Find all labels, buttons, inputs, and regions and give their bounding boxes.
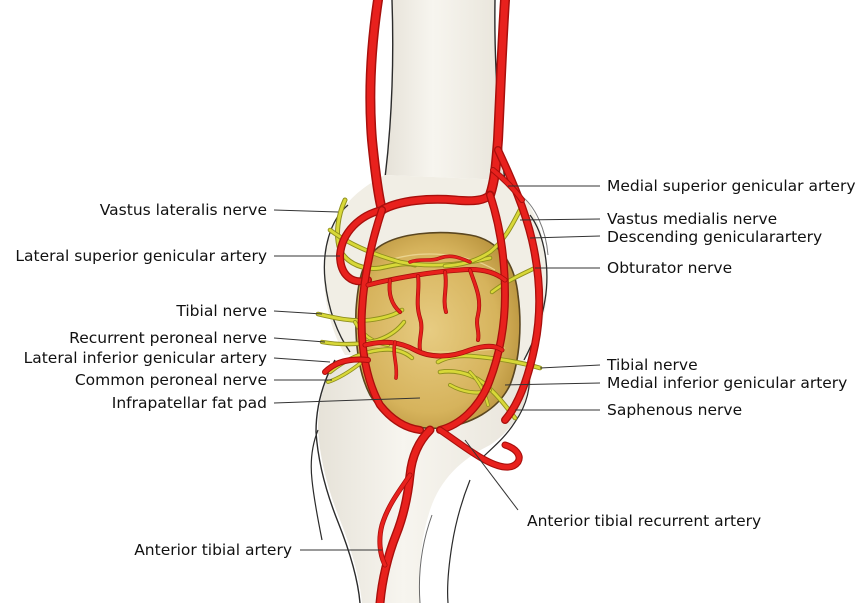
label-saphenous-nerve: Saphenous nerve <box>607 401 742 419</box>
label-tibial-nerve-right: Tibial nerve <box>607 356 698 374</box>
label-obturator-nerve: Obturator nerve <box>607 259 732 277</box>
label-common-peroneal-nerve: Common peroneal nerve <box>75 371 267 389</box>
label-recurrent-peroneal-nerve: Recurrent peroneal nerve <box>69 329 267 347</box>
label-infrapatellar-fat-pad: Infrapatellar fat pad <box>112 394 267 412</box>
label-anterior-tibial-artery: Anterior tibial artery <box>134 541 292 559</box>
label-lateral-inferior-genicular-artery: Lateral inferior genicular artery <box>24 349 267 367</box>
femur-shaft <box>385 0 505 182</box>
label-medial-inferior-genicular-artery: Medial inferior genicular artery <box>607 374 847 392</box>
label-lateral-superior-genicular-artery: Lateral superior genicular artery <box>15 247 267 265</box>
label-tibial-nerve-left: Tibial nerve <box>176 302 267 320</box>
label-vastus-lateralis-nerve: Vastus lateralis nerve <box>100 201 267 219</box>
label-vastus-medialis-nerve: Vastus medialis nerve <box>607 210 777 228</box>
label-descending-genicular-artery: Descending genicularartery <box>607 228 822 246</box>
label-medial-superior-genicular-artery: Medial superior genicular artery <box>607 177 856 195</box>
label-anterior-tibial-recurrent-artery: Anterior tibial recurrent artery <box>527 512 761 530</box>
